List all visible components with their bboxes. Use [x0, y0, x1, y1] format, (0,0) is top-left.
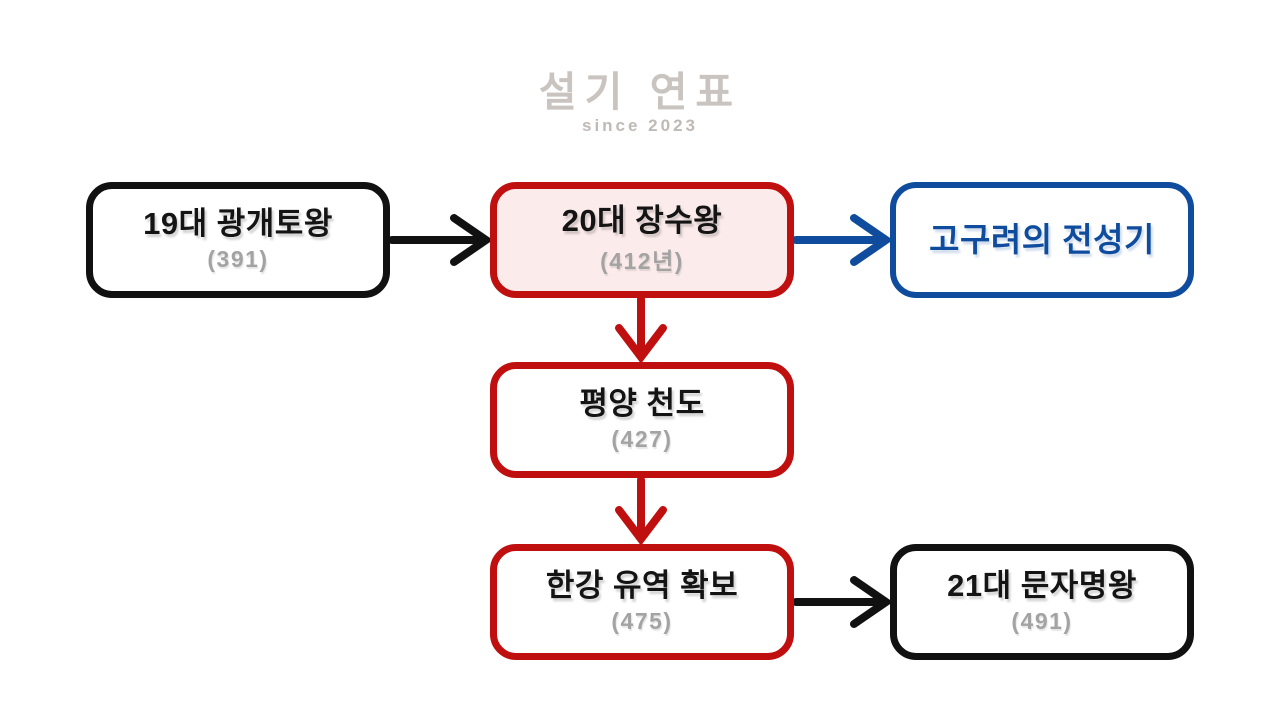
watermark-title: 설기 연표	[538, 69, 742, 115]
node-king-21-year: (491)	[1011, 607, 1073, 634]
node-pyongyang-move-title: 평양 천도	[579, 386, 705, 422]
arrow-king20-to-golden-age	[792, 214, 894, 266]
arrow-king20-to-pyongyang	[615, 295, 667, 364]
node-king-19-title: 19대 광개토왕	[143, 206, 333, 242]
node-han-river-title: 한강 유역 확보	[545, 568, 739, 604]
node-pyongyang-move: 평양 천도 (427)	[490, 362, 794, 478]
watermark-subtitle: since 2023	[581, 116, 698, 135]
node-golden-age: 고구려의 전성기	[890, 182, 1194, 298]
node-king-20-year: (412년)	[600, 248, 684, 275]
node-king-19-year: (391)	[207, 245, 269, 272]
arrow-king19-to-king20	[388, 214, 494, 266]
node-pyongyang-move-year: (427)	[611, 425, 673, 452]
node-king-19: 19대 광개토왕 (391)	[86, 182, 390, 298]
arrow-han-river-to-king21	[792, 576, 894, 628]
node-king-20: 20대 장수왕 (412년)	[490, 182, 794, 298]
node-han-river-year: (475)	[611, 607, 673, 634]
watermark: 설기 연표 since 2023	[0, 72, 1280, 136]
node-king-21-title: 21대 문자명왕	[947, 568, 1137, 604]
node-king-21: 21대 문자명왕 (491)	[890, 544, 1194, 660]
arrow-pyongyang-to-han-river	[615, 476, 667, 546]
node-han-river: 한강 유역 확보 (475)	[490, 544, 794, 660]
node-king-20-title: 20대 장수왕	[561, 202, 723, 238]
node-golden-age-title: 고구려의 전성기	[929, 220, 1155, 258]
